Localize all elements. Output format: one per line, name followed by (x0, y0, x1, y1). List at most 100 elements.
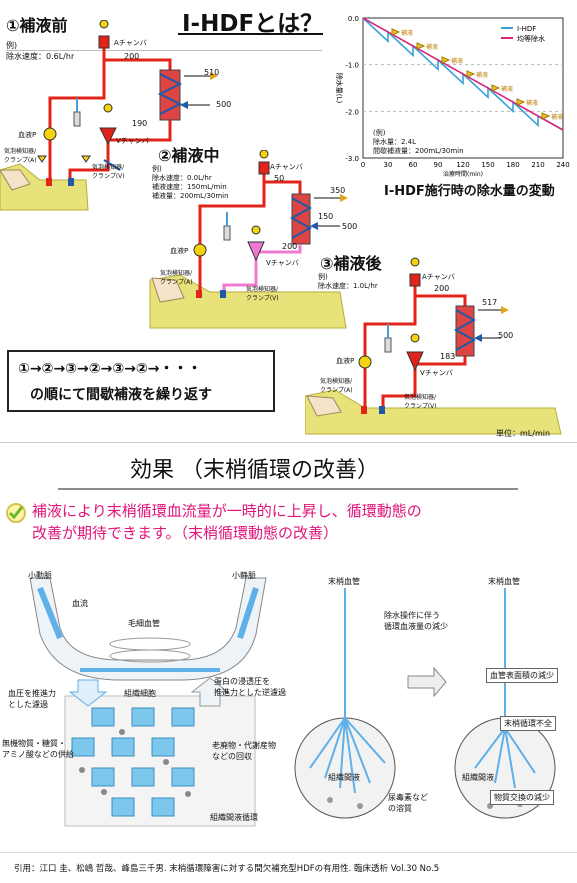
chart-y-tick-label: -1.0 (345, 62, 359, 70)
chart-injection-marker (391, 28, 401, 36)
label-exchange-reduction: 物質交換の減少 (490, 790, 554, 805)
circuit-before-a-chamber: Aチャンバ (114, 39, 147, 47)
chart-injection-marker (516, 98, 526, 106)
circuit-during-example-line: 除水速度：0.0L/hr (152, 174, 212, 182)
circuit-before-dialysate-out: 510 (204, 68, 220, 77)
label-interstitial-left: 組織間液 (328, 773, 360, 782)
section-divider (0, 442, 577, 443)
chart-injection-label: 補液 (426, 43, 438, 51)
circuit-before-clamp-a: 気泡検知器/ クランプ(A) (4, 148, 37, 164)
circuit-after-flow-in: 200 (434, 284, 450, 293)
chart-series-line (362, 17, 564, 131)
label-volume-reduction: 除水操作に伴う 循環血液量の減少 (384, 611, 448, 631)
circuit-before-example-line: 除水速度：0.6L/hr (6, 52, 75, 61)
unit-note: 単位：mL/min (496, 429, 551, 438)
footer-divider (0, 852, 577, 853)
chart-x-tick-label: 240 (556, 161, 569, 169)
chart-legend-label: 均等除水 (517, 34, 545, 43)
chart-x-tick-label: 90 (434, 161, 443, 169)
circuit-during-flow-in: 50 (274, 174, 285, 183)
chart-y-axis-label: 除水量(L) (335, 73, 344, 104)
title-underline (178, 33, 323, 35)
cycle-box-line2: の順にて間歇補液を繰り返す (30, 387, 212, 403)
chart-y-tick-label: -3.0 (345, 155, 359, 163)
circuit-after-dialysate-in: 500 (498, 331, 514, 340)
circuit-during-clamp-a: 気泡検知器/ クランプ(A) (160, 270, 193, 286)
circuit-after-clamp-v: 気泡検知器/ クランプ(V) (404, 394, 437, 410)
chart-x-tick-label: 120 (456, 161, 469, 169)
circuit-after-dialysate-out: 517 (482, 298, 498, 307)
cycle-box-line1: ①→②→③→②→③→②→・・・ (18, 361, 202, 377)
circuit-during-dialysate-out: 350 (330, 186, 346, 195)
effect-text-line2: 改善が期待できます。（末梢循環動態の改善） (32, 524, 339, 542)
circuit-during-v-chamber: Vチャンバ (266, 259, 299, 267)
circuit-after-heading: ③補液後 (320, 254, 382, 273)
checkmark-icon (6, 503, 26, 523)
label-small-vein: 小静脈 (232, 571, 256, 580)
chart-injection-marker (441, 56, 451, 64)
circuit-after-a-chamber: Aチャンバ (422, 273, 455, 281)
chart-injection-marker (491, 84, 501, 92)
chart-legend-label: I-HDF (517, 25, 536, 33)
chart-x-tick-label: 30 (384, 161, 393, 169)
label-interstitial-right: 組織間液 (462, 773, 494, 782)
chart-injection-marker (466, 70, 476, 78)
chart-note-line: 間歇補液量：200mL/30min (373, 147, 464, 155)
circuit-before-example-label: 例) (6, 41, 18, 50)
label-tissue-cells: 組織細胞 (124, 689, 156, 698)
label-filtration: 血圧を推進力 とした濾過 (8, 689, 56, 709)
circuit-during-example-line: 補液速度：150mL/min (152, 183, 227, 191)
label-capillary: 毛細血管 (128, 619, 160, 628)
capillary-diagram (29, 577, 267, 827)
circuit-after-example-label: 例) (318, 273, 328, 281)
circuit-during-example-line: 補液量：200mL/30min (152, 192, 229, 200)
label-peripheral-right: 末梢血管 (488, 577, 520, 586)
circuit-after-v-chamber: Vチャンバ (420, 369, 453, 377)
circuit-before-v-chamber: Vチャンバ (116, 137, 149, 145)
circuit-after-example-line: 除水速度：1.0L/hr (318, 282, 378, 290)
circuit-during-clamp-v: 気泡検知器/ クランプ(V) (246, 286, 279, 302)
chart-series-line (362, 17, 564, 131)
circuit-before-diagram (0, 20, 218, 211)
circuit-during-flow-out: 200 (282, 242, 298, 251)
label-blood-flow: 血流 (72, 599, 88, 608)
label-insufficiency: 末梢循環不全 (500, 716, 556, 731)
chart-x-tick-label: 60 (409, 161, 418, 169)
chart-x-tick-label: 0 (361, 161, 365, 169)
effect-text-line1: 補液により末梢循環血流量が一時的に上昇し、循環動態の (32, 502, 422, 520)
chart-injection-label: 補液 (476, 71, 488, 79)
chart-caption: I-HDF施行時の除水量の変動 (384, 184, 555, 199)
label-recovery: 老廃物・代謝産物 などの回収 (212, 741, 276, 761)
circuit-during-diagram (149, 150, 348, 329)
circuit-before-clamp-v: 気泡検知器/ クランプ(V) (92, 164, 125, 180)
chart-x-tick-label: 180 (506, 161, 519, 169)
circuit-before-divider (6, 50, 322, 51)
circuit-during-pump: 血液P (170, 247, 189, 255)
effect-heading: 効果 （末梢循環の改善） (130, 458, 379, 483)
label-interstitial: 組織間液循環 (210, 813, 258, 822)
cycle-box (7, 350, 275, 412)
circuit-after-flow-out: 183 (440, 352, 456, 361)
chart-injection-label: 補液 (401, 29, 413, 37)
page-title: I-HDFとは？ (182, 11, 324, 37)
chart-injection-marker (541, 112, 551, 120)
label-small-artery: 小動脈 (28, 571, 52, 580)
chart-injection-label: 補液 (451, 57, 463, 65)
circuit-before-flow-in: 200 (124, 52, 140, 61)
circuit-during-example-label: 例) (152, 165, 162, 173)
chart-y-tick-label: 0.0 (348, 15, 359, 23)
chart-y-tick-label: -2.0 (345, 108, 359, 116)
chart-plot-area (362, 17, 564, 159)
chart-note-line: 除水量：2.4L (373, 138, 417, 146)
circuit-after-diagram (305, 257, 562, 435)
circuit-after-clamp-a: 気泡検知器/ クランプ(A) (320, 378, 353, 394)
chart-injection-marker (416, 42, 426, 50)
circuit-before-flow-out: 190 (132, 119, 148, 128)
chart-injection-label: 補液 (526, 99, 538, 107)
circuit-before-heading: ①補液前 (6, 16, 68, 35)
circuit-after-pump: 血液P (336, 357, 355, 365)
chart-injection-label: 補液 (551, 113, 563, 121)
label-surface-reduction: 血管表面積の減少 (486, 668, 558, 683)
chart-note-label: (例) (373, 129, 386, 137)
